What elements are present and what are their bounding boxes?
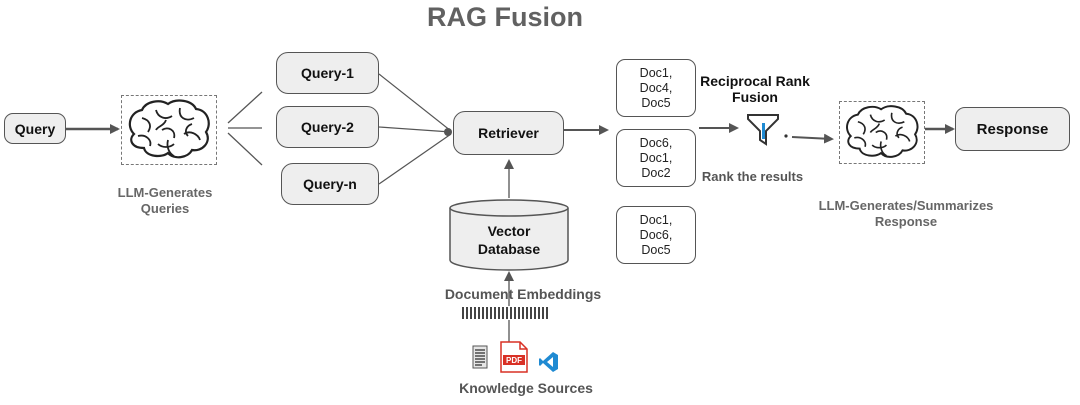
line-query1-retriever — [378, 73, 452, 132]
llm-brain-frame — [121, 95, 217, 165]
query-n-box: Query-n — [281, 163, 379, 205]
document-embeddings-label: Document Embeddings — [444, 286, 602, 302]
rank-the-results-label: Rank the results — [701, 169, 804, 184]
retriever-label: Retriever — [478, 125, 539, 141]
fan-line-1 — [227, 91, 263, 124]
query-1-label: Query-1 — [301, 65, 354, 81]
pdf-icon: PDF — [500, 341, 528, 373]
database-cylinder-icon — [449, 199, 569, 271]
funnel-filter-icon — [747, 114, 779, 146]
llm-generates-queries-label: LLM-Generates Queries — [117, 185, 213, 216]
merge-dot — [444, 128, 452, 136]
arrow-fusion-to-llm — [791, 133, 834, 144]
retriever-box: Retriever — [453, 111, 564, 155]
vector-database: Vector Database — [448, 198, 570, 272]
line-queryn-retriever — [378, 133, 452, 185]
doc-item: Doc5 — [641, 95, 671, 110]
query-label: Query — [14, 120, 56, 137]
doc-item: Doc5 — [641, 242, 671, 257]
fusion-dot — [784, 134, 788, 138]
doc-item: Doc1, — [639, 65, 673, 80]
doc-item: Doc2 — [641, 165, 671, 180]
doc-group-1: Doc1, Doc4, Doc5 — [616, 59, 696, 117]
doc-item: Doc6, — [639, 227, 673, 242]
doc-item: Doc6, — [639, 135, 673, 150]
doc-item: Doc1, — [639, 150, 673, 165]
response-box: Response — [955, 107, 1070, 151]
query-2-label: Query-2 — [301, 119, 354, 135]
barcode-embeddings-icon — [461, 306, 551, 320]
doc-group-2: Doc6, Doc1, Doc2 — [616, 129, 696, 187]
fan-line-3 — [227, 132, 263, 166]
doc-item: Doc4, — [639, 80, 673, 95]
llm-response-brain-frame — [839, 101, 925, 164]
doc-item: Doc1, — [639, 212, 673, 227]
query-box: Query — [4, 113, 66, 144]
knowledge-sources-label: Knowledge Sources — [459, 380, 593, 396]
brain-icon — [128, 99, 210, 159]
doc-group-3: Doc1, Doc6, Doc5 — [616, 206, 696, 264]
response-label: Response — [976, 120, 1049, 138]
query-2-box: Query-2 — [276, 106, 379, 148]
svg-text:PDF: PDF — [506, 356, 522, 365]
query-1-box: Query-1 — [276, 52, 379, 94]
llm-generates-response-label: LLM-Generates/Summarizes Response — [818, 198, 994, 229]
diagram-title: RAG Fusion — [427, 2, 583, 32]
reciprocal-rank-fusion-label: Reciprocal Rank Fusion — [700, 73, 810, 105]
query-n-label: Query-n — [303, 176, 357, 192]
brain-icon — [846, 105, 919, 158]
line-query2-retriever — [378, 126, 452, 133]
vector-database-label: Vector Database — [477, 223, 541, 257]
text-document-icon — [472, 345, 488, 369]
vscode-icon — [539, 352, 558, 372]
